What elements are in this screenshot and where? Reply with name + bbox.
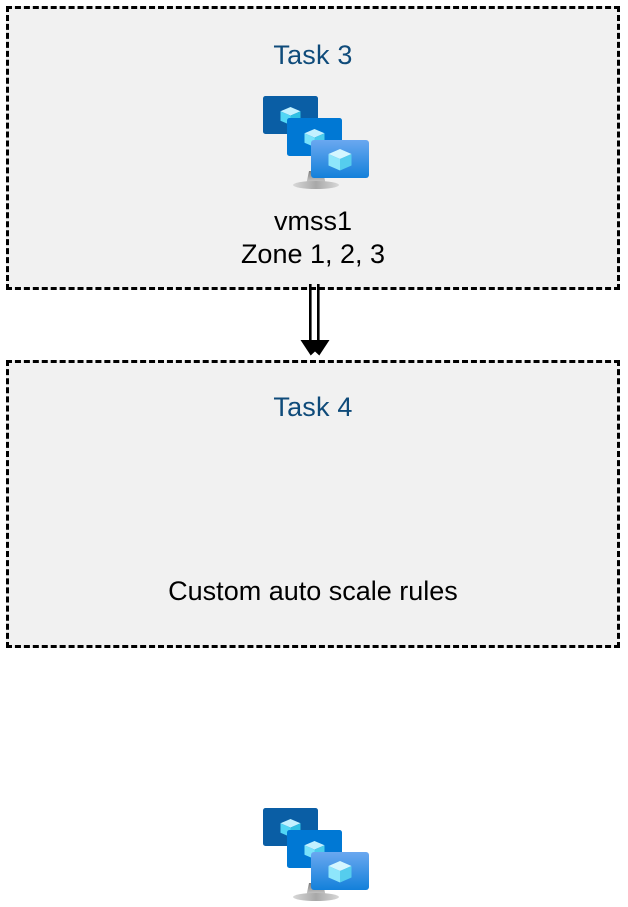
task-box-task4[interactable]: Task 4	[6, 360, 620, 901]
diagram-canvas: Task 3	[6, 6, 620, 901]
task-title-task3: Task 3	[273, 40, 353, 70]
task3-caption-line-1: vmss1	[273, 206, 352, 236]
task3-caption-line-2: Zone 1, 2, 3	[240, 239, 386, 269]
task4-caption-line-1: Custom auto scale rules	[168, 576, 458, 606]
connector-arrow-task3-to-task4	[295, 284, 335, 362]
virtual-machine-scale-set-icon	[262, 807, 370, 907]
task-title-task4: Task 4	[273, 392, 353, 422]
virtual-machine-scale-set-icon	[262, 95, 370, 195]
task-box-task3[interactable]: Task 3	[6, 6, 620, 290]
